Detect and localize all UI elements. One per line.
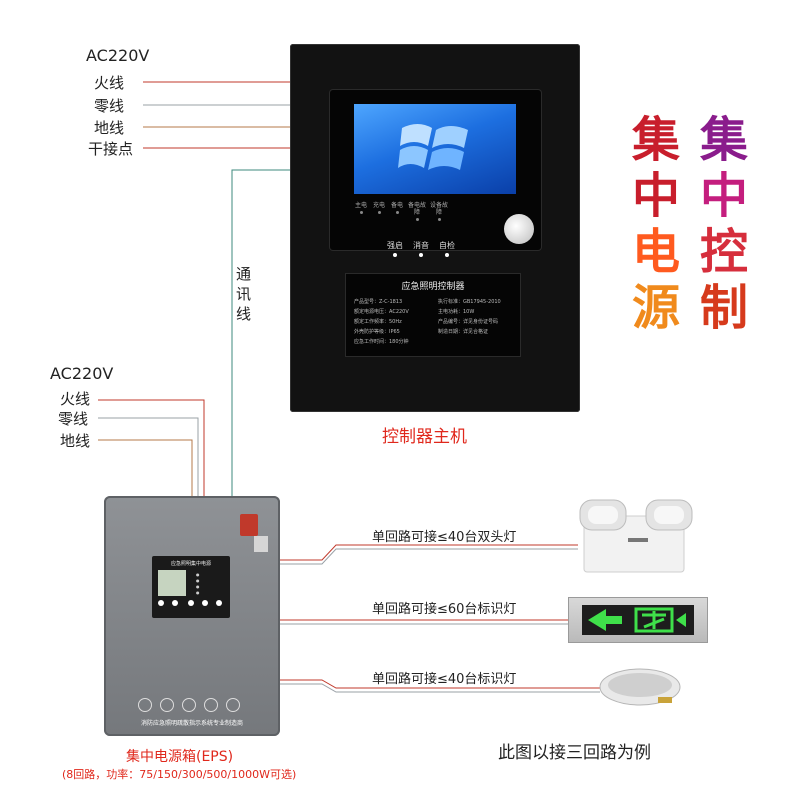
eps-lcd-screen bbox=[158, 570, 186, 596]
nameplate-row: 主电功耗：10W bbox=[438, 309, 475, 315]
nameplate-row: 额定电源电压：AC220V bbox=[354, 309, 409, 315]
button-label: 消音 bbox=[413, 241, 429, 250]
indicator-backup-fault: 备电故障 bbox=[408, 202, 426, 221]
button-label: 强启 bbox=[387, 241, 403, 250]
comm-line bbox=[231, 169, 290, 500]
controller-caption: 控制器主机 bbox=[382, 427, 467, 447]
eps-cert-icon bbox=[182, 698, 196, 712]
indicator-charging: 充电 bbox=[372, 202, 386, 214]
eps-status-led: ● bbox=[196, 578, 200, 583]
button-label: 自检 bbox=[439, 241, 455, 250]
controller-panel: 主电 充电 备电 备电故障 设备故障 强启 消音 自检 bbox=[330, 90, 541, 257]
eps-cert-icon bbox=[160, 698, 174, 712]
circuit-3-wire-b bbox=[280, 683, 600, 693]
vertical-title-col2-char3: 控 bbox=[700, 224, 749, 280]
eps-wire-label-live: 火线 bbox=[60, 390, 91, 408]
vertical-title-col1-char3: 电 bbox=[632, 224, 681, 280]
indicator-backup-power: 备电 bbox=[390, 202, 404, 214]
eps-spec: (8回路，功率：75/150/300/500/1000W可选) bbox=[62, 768, 297, 781]
eps-side-label bbox=[254, 536, 268, 552]
nameplate-row: 制造日期：详见合格证 bbox=[438, 329, 489, 335]
eps-panel-title: 应急照明集中电源 bbox=[170, 561, 211, 567]
vertical-title-col1-char1: 集 bbox=[632, 112, 681, 168]
eps-live-wire bbox=[98, 399, 205, 500]
twin-head-emergency-lamp-icon bbox=[579, 499, 693, 573]
top-wire-label-neutral: 零线 bbox=[94, 97, 125, 115]
eps-cert-icon bbox=[138, 698, 152, 712]
eps-cert-icon bbox=[226, 698, 240, 712]
eps-status-led: ● bbox=[196, 590, 200, 595]
vertical-title-col1-char4: 源 bbox=[632, 280, 681, 336]
windows-logo-icon bbox=[398, 124, 468, 170]
indicator-label: 备电故障 bbox=[408, 202, 427, 216]
eps-control-panel: 应急照明集中电源 ● ● ● ● bbox=[152, 556, 230, 618]
eps-status-led: ● bbox=[196, 572, 200, 577]
eps-key-button[interactable] bbox=[202, 600, 208, 606]
vertical-title-col2-char4: 制 bbox=[700, 280, 749, 336]
fire-certification-badge-icon bbox=[240, 514, 258, 536]
vertical-title-col2-char2: 中 bbox=[700, 168, 749, 224]
eps-wire-label-neutral: 零线 bbox=[58, 410, 89, 428]
exit-sign-lamp-icon bbox=[568, 597, 708, 643]
top-wire-label-live: 火线 bbox=[94, 74, 125, 92]
left-arrow-icon bbox=[588, 607, 686, 633]
circuit-3-label: 单回路可接≤40台标识灯 bbox=[372, 672, 517, 687]
eps-supply-header: AC220V bbox=[50, 364, 114, 383]
self-test-button[interactable]: 自检 bbox=[434, 240, 460, 257]
eps-status-led: ● bbox=[196, 584, 200, 589]
eps-earth-wire bbox=[98, 439, 193, 500]
nameplate-row: 外壳防护等级：IP65 bbox=[354, 329, 400, 335]
nameplate-title: 应急照明控制器 bbox=[401, 282, 465, 292]
eps-power-box: 应急照明集中电源 ● ● ● ● 消防应急照明疏散指示系统专业制造商 bbox=[104, 496, 280, 736]
vertical-title-col2-char1: 集 bbox=[700, 112, 749, 168]
eps-manufacturer-text: 消防应急照明疏散指示系统专业制造商 bbox=[140, 720, 243, 727]
indicator-label: 充电 bbox=[372, 202, 385, 209]
controller-nameplate: 应急照明控制器 产品型号：Z-C-1813 额定电源电压：AC220V 额定工作… bbox=[346, 274, 520, 356]
eps-neutral-wire bbox=[98, 417, 199, 500]
example-note: 此图以接三回路为例 bbox=[498, 743, 651, 763]
top-supply-header: AC220V bbox=[86, 46, 150, 65]
circuit-2-label: 单回路可接≤60台标识灯 bbox=[372, 602, 517, 617]
circuit-1-label: 单回路可接≤40台双头灯 bbox=[372, 530, 517, 545]
exit-sign-face bbox=[582, 605, 694, 635]
eps-key-button[interactable] bbox=[172, 600, 178, 606]
nameplate-row: 产品编号：详见身份证号码 bbox=[438, 319, 499, 325]
indicator-label: 主电 bbox=[354, 202, 367, 209]
indicator-label: 设备故障 bbox=[430, 202, 449, 216]
indicator-main-power: 主电 bbox=[354, 202, 368, 214]
top-wire-label-earth: 地线 bbox=[94, 119, 125, 137]
nameplate-row: 执行标准：GB17945-2010 bbox=[438, 299, 501, 305]
comm-line-label: 通讯线 bbox=[236, 265, 252, 323]
top-wire-label-dry-contact: 干接点 bbox=[88, 140, 134, 158]
indicator-label: 备电 bbox=[390, 202, 403, 209]
eps-cert-icon bbox=[204, 698, 218, 712]
controller-host: 主电 充电 备电 备电故障 设备故障 强启 消音 自检 应急照明控制器 产品型号… bbox=[290, 44, 580, 412]
key-switch-knob[interactable] bbox=[504, 214, 534, 244]
eps-key-button[interactable] bbox=[188, 600, 194, 606]
vertical-title-col1-char2: 中 bbox=[632, 168, 681, 224]
nameplate-row: 额定工作频率：50Hz bbox=[354, 319, 402, 325]
oval-bulkhead-lamp-icon bbox=[599, 668, 681, 706]
eps-key-button[interactable] bbox=[216, 600, 222, 606]
controller-lcd-screen bbox=[354, 104, 516, 194]
eps-caption: 集中电源箱(EPS) bbox=[126, 749, 234, 765]
eps-key-button[interactable] bbox=[158, 600, 164, 606]
nameplate-row: 应急工作时间：180分钟 bbox=[354, 339, 409, 345]
nameplate-row: 产品型号：Z-C-1813 bbox=[354, 299, 403, 305]
eps-wire-label-earth: 地线 bbox=[60, 432, 91, 450]
circuit-1-wire-b bbox=[280, 548, 578, 565]
force-start-button[interactable]: 强启 bbox=[382, 240, 408, 257]
indicator-device-fault: 设备故障 bbox=[430, 202, 448, 221]
mute-button[interactable]: 消音 bbox=[408, 240, 434, 257]
circuit-1-wire-a bbox=[280, 544, 578, 561]
circuit-3-wire-a bbox=[280, 679, 600, 689]
